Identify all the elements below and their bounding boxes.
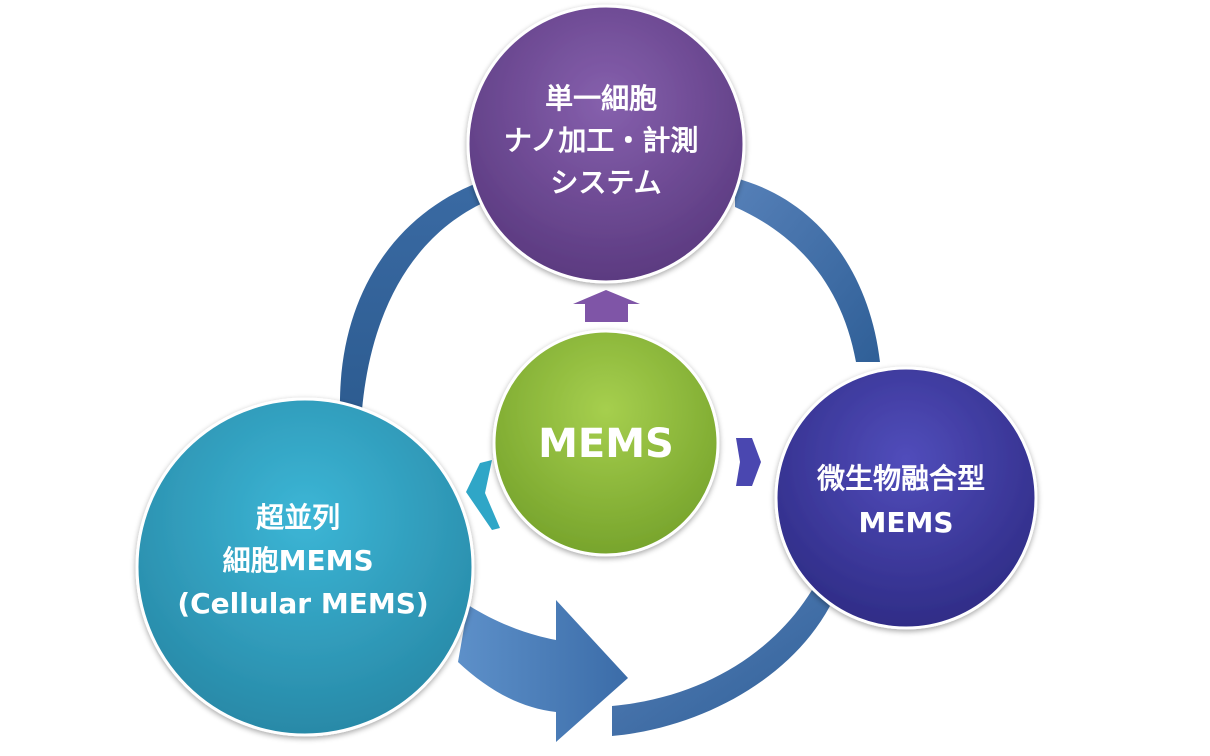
node-label-line: 超並列 — [256, 501, 340, 534]
cycle-arc-bottom-right — [612, 590, 830, 736]
node-circle — [135, 397, 475, 737]
node-label-line: ナノ加工・計測 — [504, 124, 699, 157]
node-label: 単一細胞 ナノ加工・計測 システム — [504, 82, 708, 199]
arrow-right-to-right — [736, 438, 761, 486]
node-label-line: MEMS — [858, 506, 953, 539]
center-connectors — [466, 290, 761, 530]
node-label-line: 微生物融合型 — [816, 462, 985, 495]
node-label-line: (Cellular MEMS) — [177, 587, 428, 620]
arrow-up-to-top — [573, 290, 640, 322]
node-circle — [774, 366, 1038, 630]
node-circle — [492, 329, 720, 557]
node-mems-center: MEMS — [492, 329, 720, 557]
node-label-line: 細胞MEMS — [223, 544, 374, 577]
node-microbe-fusion-mems: 微生物融合型 MEMS — [774, 366, 1038, 630]
node-cellular-mems: 超並列 細胞MEMS (Cellular MEMS) — [135, 397, 475, 737]
cycle-arc-right — [735, 178, 880, 362]
node-label: 超並列 細胞MEMS (Cellular MEMS) — [177, 501, 428, 620]
node-label: 微生物融合型 MEMS — [816, 462, 995, 539]
node-label-line: 単一細胞 — [545, 82, 657, 115]
node-single-cell-nano-system: 単一細胞 ナノ加工・計測 システム — [466, 4, 746, 284]
node-label: MEMS — [538, 421, 674, 467]
cycle-arrow — [339, 178, 880, 742]
cycle-arc-left — [339, 180, 485, 410]
arrow-left-to-left — [466, 460, 500, 530]
cycle-arrow-bottom — [458, 600, 628, 742]
node-label-line: MEMS — [538, 421, 674, 467]
node-circle — [466, 4, 746, 284]
node-label-line: システム — [550, 166, 661, 199]
